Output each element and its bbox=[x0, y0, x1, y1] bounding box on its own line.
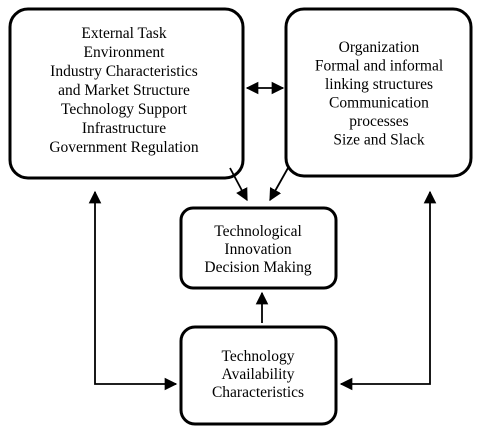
box-text-line: External Task bbox=[81, 25, 166, 42]
arrow-organization-technology-loop bbox=[339, 190, 437, 391]
technology-box bbox=[179, 325, 338, 426]
box-text-line: processes bbox=[349, 113, 408, 130]
box-text-line: Industry Characteristics bbox=[50, 63, 198, 80]
box-text-line: Innovation bbox=[224, 241, 291, 258]
innovation-box bbox=[179, 206, 338, 290]
arrow-environment-technology-loop bbox=[88, 190, 178, 391]
box-text-line: Formal and informal bbox=[315, 58, 443, 75]
box-text-line: linking structures bbox=[325, 76, 433, 93]
arrow-organization-to-innovation bbox=[269, 167, 289, 202]
box-text-line: Decision Making bbox=[204, 259, 311, 276]
organization-box bbox=[284, 7, 473, 178]
box-text-line: Size and Slack bbox=[333, 132, 425, 149]
box-text-line: Infrastructure bbox=[82, 120, 166, 137]
box-text-line: and Market Structure bbox=[58, 82, 190, 99]
box-text-line: Communication bbox=[329, 95, 429, 112]
environment-box bbox=[8, 7, 245, 180]
box-text-line: Organization bbox=[339, 39, 420, 56]
arrow-environment-to-innovation bbox=[229, 167, 248, 202]
box-text-line: Availability bbox=[222, 366, 295, 383]
box-text-line: Technology bbox=[222, 348, 295, 365]
box-text-line: Technology Support bbox=[61, 101, 188, 118]
box-text-line: Government Regulation bbox=[49, 139, 199, 156]
box-text-line: Technological bbox=[214, 223, 302, 240]
box-text-line: Environment bbox=[84, 44, 166, 61]
box-text-line: Characteristics bbox=[212, 384, 304, 401]
